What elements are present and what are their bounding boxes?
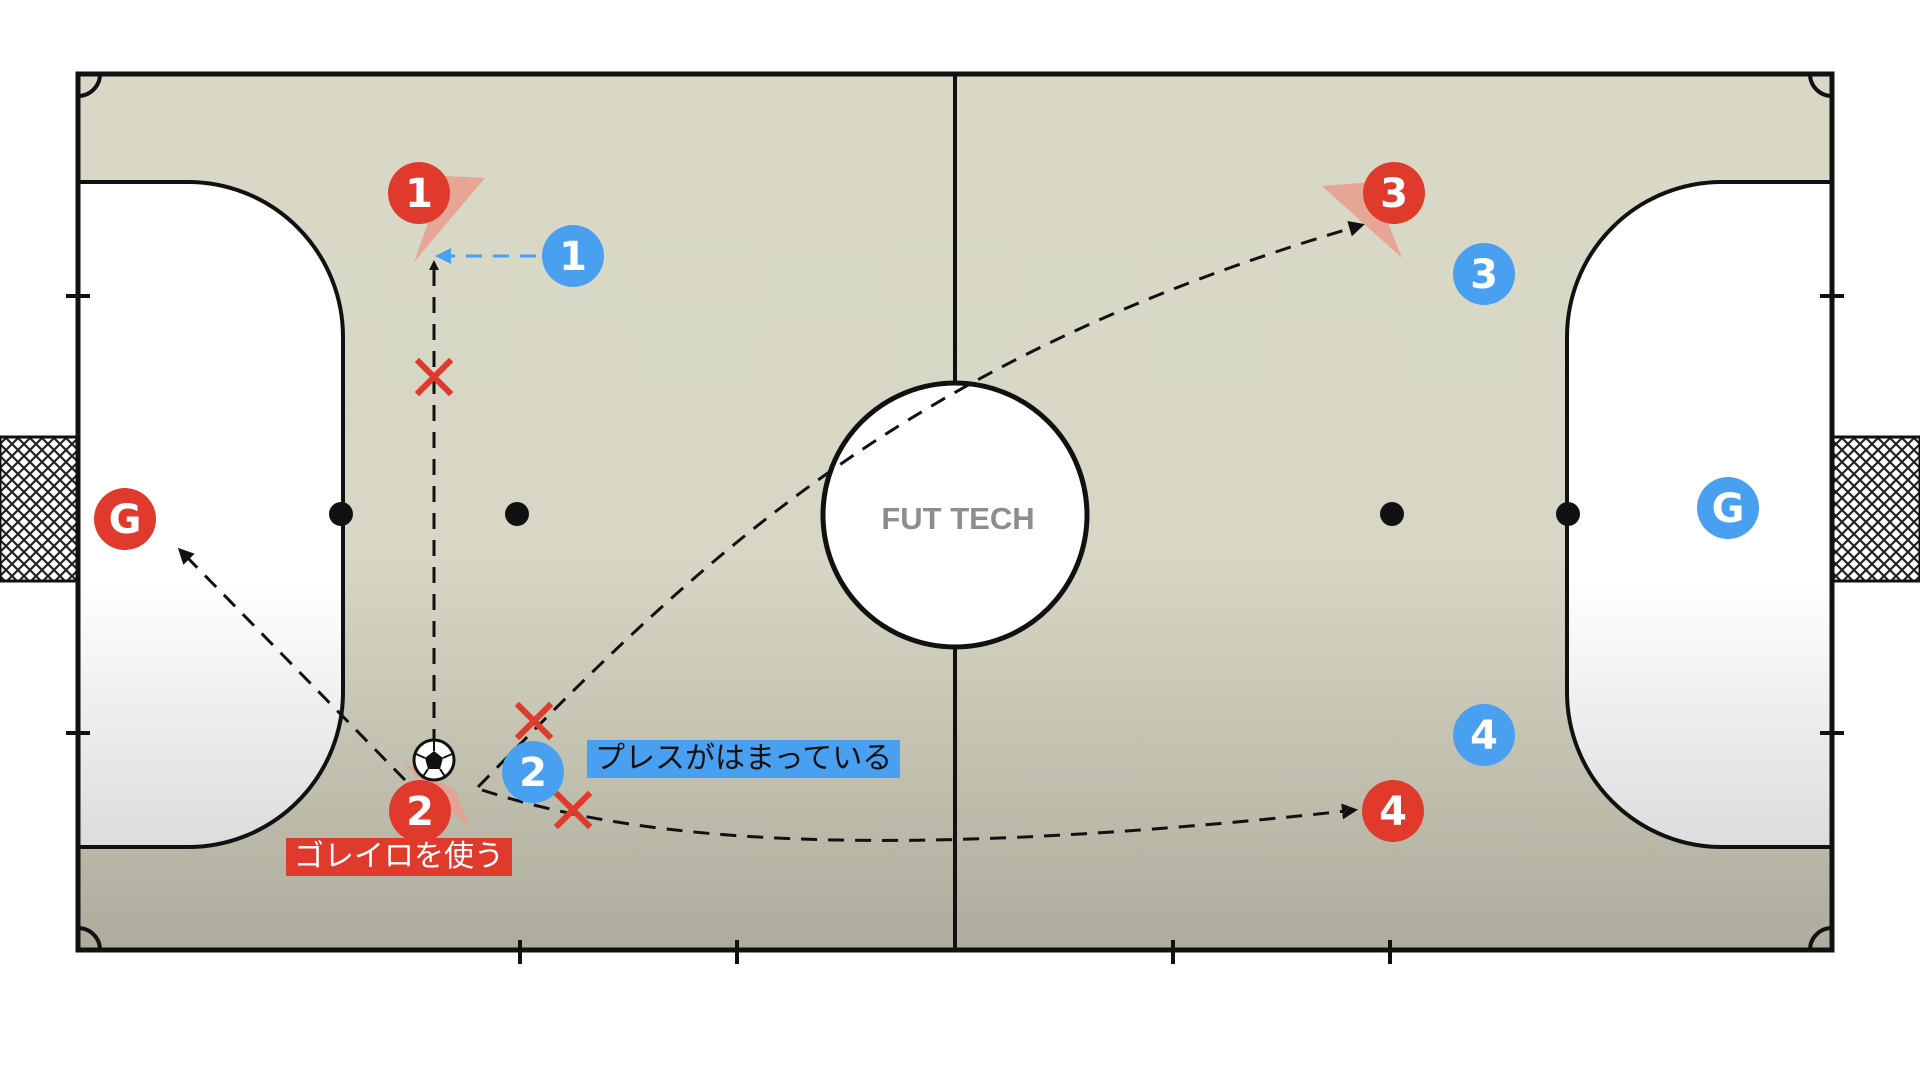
red-player-4: 4	[1362, 780, 1424, 842]
right-goal-net	[1830, 435, 1920, 583]
corner-arc	[77, 73, 102, 98]
svg-text:4: 4	[1379, 789, 1407, 835]
blue-player-1: 1	[542, 225, 604, 287]
left-goal-net	[0, 435, 80, 583]
red-goalkeeper: G	[94, 488, 156, 550]
blue-player-2: 2	[502, 741, 564, 803]
soccer-ball-icon	[412, 738, 456, 782]
svg-text:2: 2	[519, 750, 547, 796]
svg-text:1: 1	[559, 234, 587, 280]
svg-text:3: 3	[1380, 171, 1408, 217]
svg-text:4: 4	[1470, 713, 1498, 759]
blue-player-4: 4	[1453, 704, 1515, 766]
svg-text:2: 2	[406, 789, 434, 835]
corner-arc	[1808, 926, 1833, 951]
red-player-3: 3	[1363, 162, 1425, 224]
svg-text:3: 3	[1470, 252, 1498, 298]
red-player-2: 2	[389, 780, 451, 842]
penalty-spots	[329, 502, 1580, 526]
red-player-1: 1	[388, 162, 450, 224]
press-annotation-label: プレスがはまっている	[587, 740, 901, 778]
blocked-x-icon	[414, 357, 454, 397]
blue-player-3: 3	[1453, 243, 1515, 305]
boundary-ticks	[66, 294, 1844, 964]
blue-goalkeeper: G	[1697, 477, 1759, 539]
svg-text:G: G	[1712, 486, 1745, 532]
pass-paths	[177, 220, 1365, 842]
pass-path-to-red-4	[481, 788, 1358, 842]
center-circle	[820, 380, 1090, 650]
pass-path-to-red-3	[476, 220, 1365, 789]
blocked-x-icon	[514, 701, 554, 741]
svg-text:G: G	[109, 497, 142, 543]
direction-cones	[402, 176, 1402, 830]
watermark-text: FUT TECH	[881, 501, 1034, 536]
svg-text:1: 1	[405, 171, 433, 217]
goalie-annotation-label: ゴレイロを使う	[286, 838, 512, 876]
left-penalty-area	[76, 180, 345, 849]
blocked-x-icon	[553, 790, 593, 830]
corner-arc	[1808, 73, 1833, 98]
corner-arc	[77, 926, 102, 951]
